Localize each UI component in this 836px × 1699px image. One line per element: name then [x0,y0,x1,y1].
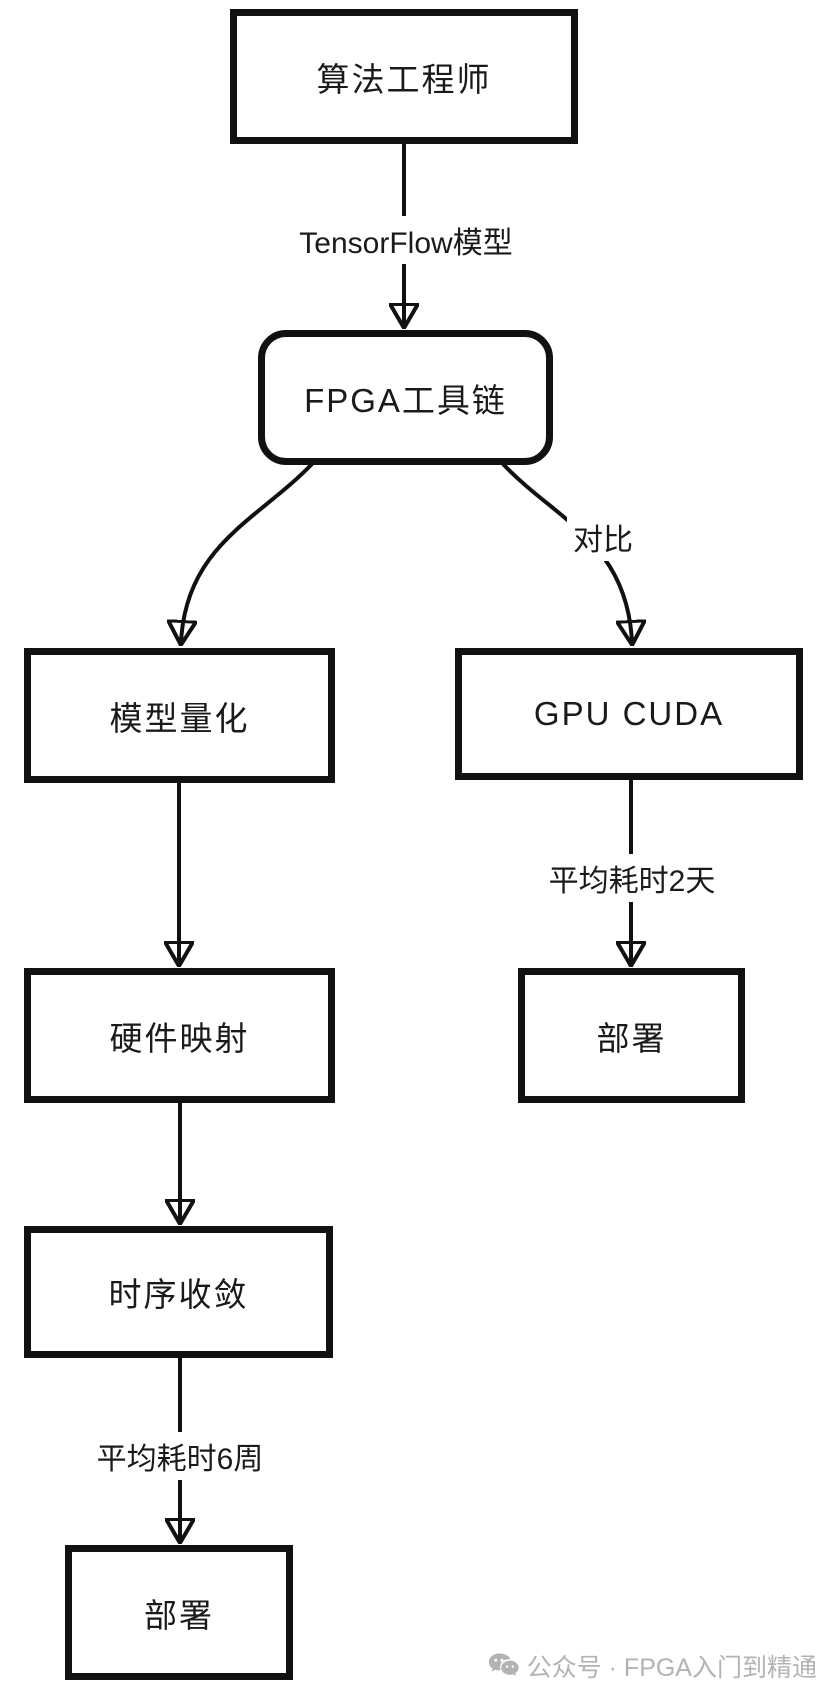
node-timing-closure: 时序收敛 [24,1226,333,1358]
node-gpu-cuda: GPU CUDA [455,648,803,780]
edge-toolchain-quantization [181,462,314,642]
node-deploy-gpu: 部署 [518,968,745,1103]
node-hardware-mapping: 硬件映射 [24,968,335,1103]
node-model-quantization: 模型量化 [24,648,335,783]
node-deploy-fpga: 部署 [65,1545,293,1680]
edge-label-gpu-time: 平均耗时2天 [542,854,722,902]
watermark-text: 公众号 · FPGA入门到精通 [526,1654,817,1682]
watermark: 公众号 · FPGA入门到精通 [488,1648,817,1684]
edge-label-tensorflow-model: TensorFlow模型 [293,216,519,264]
edge-label-compare: 对比 [567,513,639,561]
wechat-icon [488,1652,519,1680]
node-algorithm-engineer: 算法工程师 [230,9,578,144]
node-fpga-toolchain: FPGA工具链 [258,330,553,465]
edge-label-fpga-time: 平均耗时6周 [90,1432,270,1480]
